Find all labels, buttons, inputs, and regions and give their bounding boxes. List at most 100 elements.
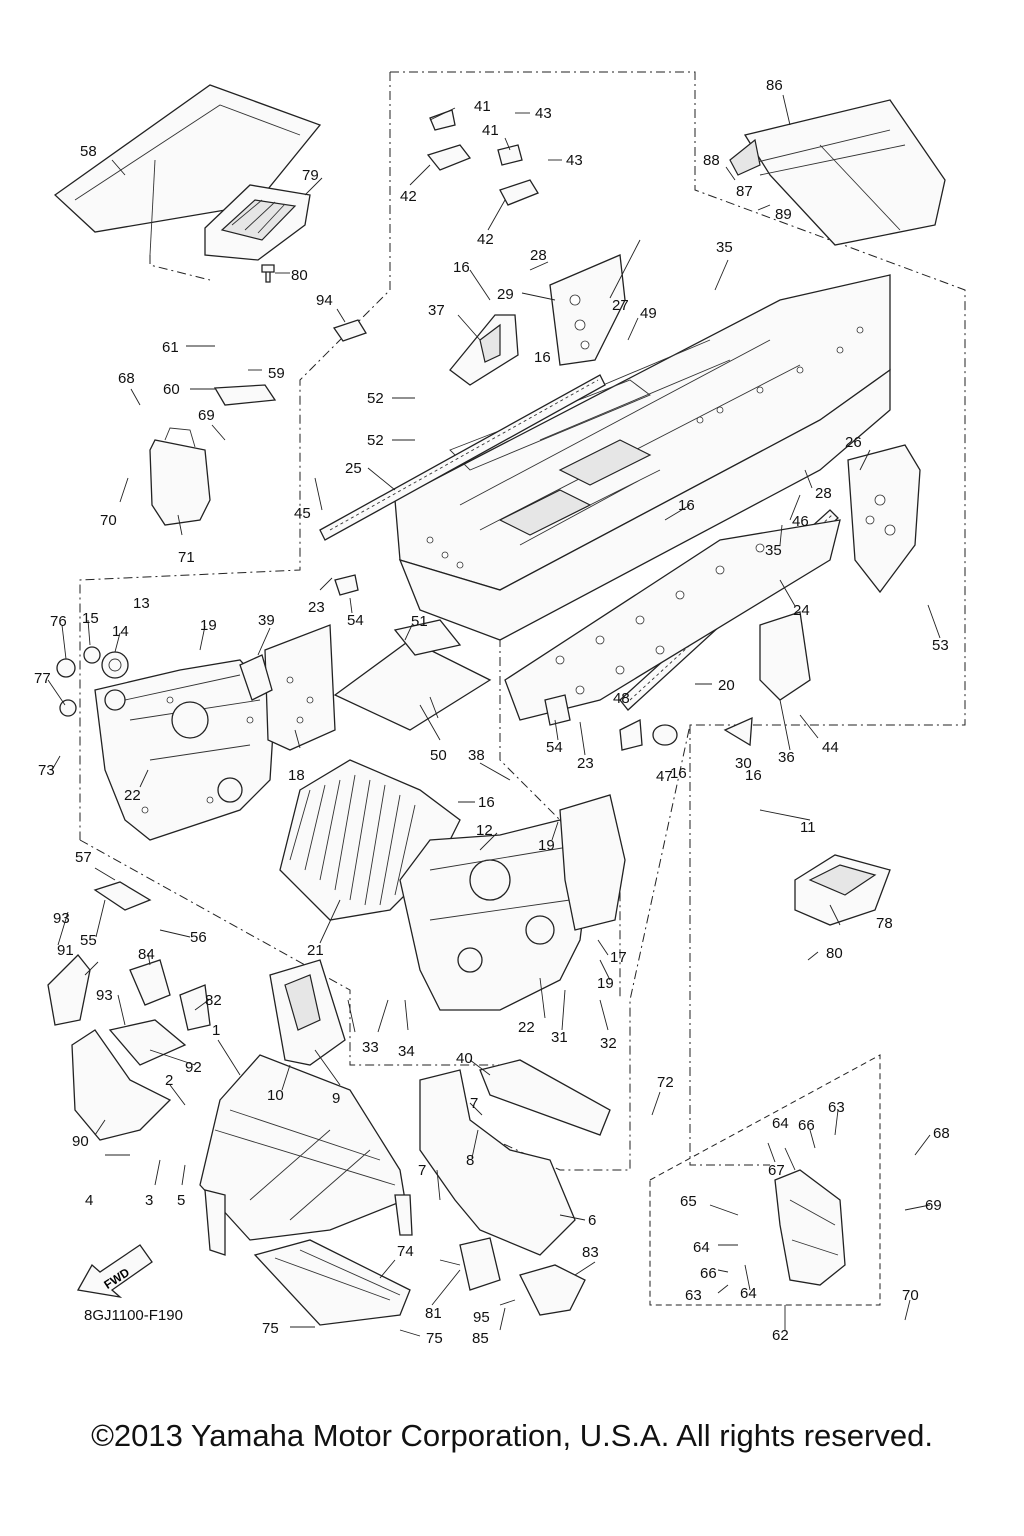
callout-number: 72: [657, 1074, 674, 1091]
callout-number: 88: [703, 152, 720, 169]
callout-number: 60: [163, 381, 180, 398]
callout-number: 20: [718, 677, 735, 694]
callout-number: 11: [800, 819, 816, 836]
callout-number: 12: [476, 822, 493, 839]
callout-number: 38: [468, 747, 485, 764]
callout-number: 76: [50, 613, 67, 630]
callout-number: 71: [178, 549, 195, 566]
callout-number: 65: [680, 1193, 697, 1210]
callout-number: 55: [80, 932, 97, 949]
part-40-lower-plate: [479, 1059, 611, 1136]
callout-number: 28: [815, 485, 832, 502]
callout-number: 69: [925, 1197, 942, 1214]
callout-number: 14: [112, 623, 129, 640]
callout-number: 69: [198, 407, 215, 424]
callout-number: 25: [345, 460, 362, 477]
callout-number: 56: [190, 929, 207, 946]
callout-number: 43: [566, 152, 583, 169]
callout-number: 91: [57, 942, 74, 959]
callout-number: 95: [473, 1309, 490, 1326]
part-29-bracket: [549, 254, 626, 366]
callout-number: 29: [497, 286, 514, 303]
callout-number: 41: [482, 122, 499, 139]
callout-number: 9: [332, 1090, 340, 1107]
callout-number: 26: [845, 434, 862, 451]
callout-number: 22: [124, 787, 141, 804]
callout-number: 90: [72, 1133, 89, 1150]
callout-number: 84: [138, 946, 155, 963]
part-6-nose-bracket: [419, 1069, 576, 1256]
callout-number: 77: [34, 670, 51, 687]
callout-number: 78: [876, 915, 893, 932]
callout-number: 51: [411, 613, 428, 630]
part-86-rear-bumper: [729, 99, 946, 246]
callout-number: 39: [258, 612, 275, 629]
callout-number: 50: [430, 747, 447, 764]
callout-number: 36: [778, 749, 795, 766]
part-58-floor-panel: [53, 84, 322, 281]
part-62-rear-bracket: [774, 1169, 846, 1286]
part-41-42-clips: [426, 109, 539, 206]
callout-number: 28: [530, 247, 547, 264]
callout-number: 17: [610, 949, 627, 966]
part-78-air-duct: [794, 854, 891, 926]
part-80-bolt: [261, 264, 275, 283]
callout-number: 82: [205, 992, 222, 1009]
callout-number: 1: [212, 1022, 220, 1039]
callout-number: 19: [538, 837, 555, 854]
callout-number: 16: [678, 497, 695, 514]
callout-number: 19: [597, 975, 614, 992]
callout-number: 8: [466, 1152, 474, 1169]
callout-number: 18: [288, 767, 305, 784]
callout-number: 31: [551, 1029, 568, 1046]
callout-number: 93: [96, 987, 113, 1004]
callout-number: 86: [766, 77, 783, 94]
callout-number: 67: [768, 1162, 785, 1179]
callout-number: 44: [822, 739, 839, 756]
part-94-label: [332, 319, 367, 342]
callout-number: 16: [745, 767, 762, 784]
callout-number: 70: [100, 512, 117, 529]
callout-number: 73: [38, 762, 55, 779]
callout-number: 64: [740, 1285, 757, 1302]
part-37-bracket: [449, 314, 519, 386]
callout-number: 81: [425, 1305, 442, 1322]
part-60-bracket: [213, 384, 277, 406]
callout-number: 63: [685, 1287, 702, 1304]
callout-number: 23: [308, 599, 325, 616]
callout-number: 87: [736, 183, 753, 200]
callout-number: 7: [470, 1095, 478, 1112]
part-39-bracket: [239, 654, 273, 701]
part-55-84-82-brackets: [93, 881, 211, 1031]
part-79-air-duct: [204, 184, 311, 261]
callout-number: 49: [640, 305, 657, 322]
part-1-front-frame: [199, 1054, 413, 1256]
callout-number: 54: [347, 612, 364, 629]
part-9-plate: [269, 959, 346, 1066]
callout-number: 24: [793, 602, 810, 619]
part-18-plate: [264, 624, 336, 751]
part-17-bracket: [559, 794, 626, 931]
callout-number: 5: [177, 1192, 185, 1209]
callout-number: 94: [316, 292, 333, 309]
callout-number: 64: [693, 1239, 710, 1256]
main-tunnel-frame: [394, 274, 891, 641]
callout-number: 16: [453, 259, 470, 276]
callout-number: 70: [902, 1287, 919, 1304]
callout-number: 83: [582, 1244, 599, 1261]
callout-number: 93: [53, 910, 70, 927]
callout-number: 7: [418, 1162, 426, 1179]
callout-number: 21: [307, 942, 324, 959]
callout-number: 75: [426, 1330, 443, 1347]
callout-number: 66: [798, 1117, 815, 1134]
callout-number: 66: [700, 1265, 717, 1282]
callout-number: 16: [534, 349, 551, 366]
part-26-bracket: [847, 444, 921, 594]
callout-number: 2: [165, 1072, 173, 1089]
part-13-chaincase: [94, 659, 276, 841]
part-81-83-components: [459, 1237, 586, 1316]
callout-number: 74: [397, 1243, 414, 1260]
callout-number: 16: [478, 794, 495, 811]
callout-number: 80: [291, 267, 308, 284]
group-boundaries: [79, 71, 966, 1306]
